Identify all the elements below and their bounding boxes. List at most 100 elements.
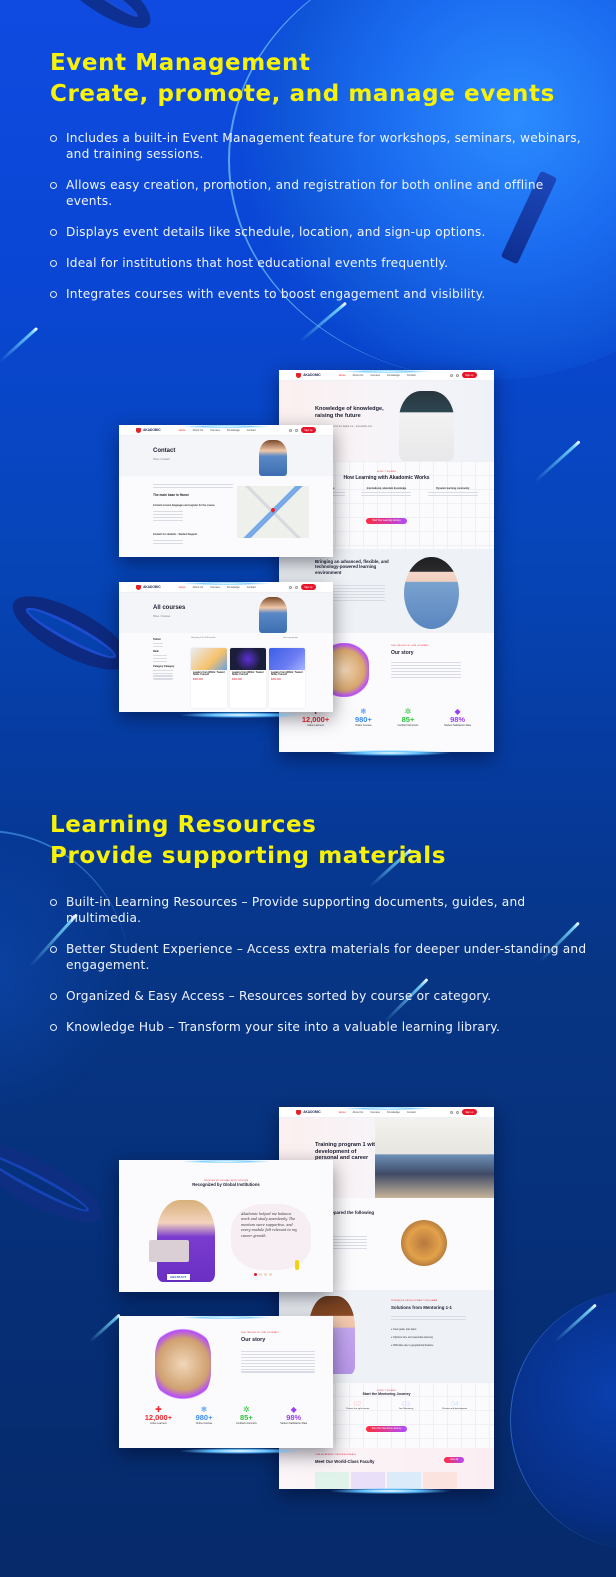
start-learning-button[interactable]: Start Your Learning Journey: [366, 517, 407, 524]
courses-page-mockup: AKADOMIC Home About Us Courses Knowledge…: [119, 582, 333, 712]
story-image: [155, 1326, 211, 1402]
light-streak: [553, 1303, 597, 1343]
feature-list: Includes a built-in Event Management fea…: [50, 130, 590, 302]
cart-icon[interactable]: [455, 373, 459, 377]
nav-link[interactable]: Contact: [246, 585, 256, 589]
course-card[interactable]: Leaders from Within: Toward Noble Yourse…: [191, 648, 227, 708]
section-kicker: THE ORIGIN OF OUR JOURNEY: [241, 1332, 279, 1334]
background-orb: [510, 1290, 616, 1550]
faculty-card[interactable]: [351, 1472, 385, 1489]
nav-link[interactable]: Courses: [210, 428, 220, 432]
signup-button[interactable]: Sign up: [300, 427, 316, 433]
cart-icon[interactable]: [294, 585, 298, 589]
section-kicker: HOW IT WORKS: [376, 471, 397, 473]
carousel-dot[interactable]: [269, 1273, 272, 1276]
check-icon: ■: [391, 1345, 394, 1347]
learning-resources-section: Learning Resources Provide supporting ma…: [50, 810, 590, 1050]
location-map[interactable]: [237, 486, 309, 538]
title-line-1: Event Management: [50, 50, 311, 76]
nav-link[interactable]: Knowledge: [386, 1110, 400, 1114]
feature-item: Better Student Experience – Access extra…: [50, 941, 590, 973]
shield-icon: [136, 584, 142, 590]
faculty-card[interactable]: [387, 1472, 421, 1489]
nav-link[interactable]: Home: [338, 373, 346, 377]
section-kicker: OUR ACADEMIC PROFESSIONALS: [315, 1454, 357, 1456]
header-image: [259, 597, 287, 633]
nav-link[interactable]: Courses: [210, 585, 220, 589]
section-title: Event Management Create, promote, and ma…: [50, 48, 590, 110]
stat-item: ✲85+Certified Instructors: [235, 1405, 257, 1426]
mentor-points: ■ Clear goals, plan plans ■ Optimize tim…: [391, 1329, 434, 1347]
contact-block-title: Contact to learn languages and register …: [153, 504, 215, 507]
nav-link[interactable]: Courses: [370, 373, 380, 377]
cart-icon[interactable]: [455, 1110, 459, 1114]
nav-link[interactable]: About Us: [192, 428, 204, 432]
nav-link[interactable]: About Us: [192, 585, 204, 589]
site-nav: AKADOMIC Home About Us Courses Knowledge…: [119, 582, 333, 593]
search-icon[interactable]: [449, 373, 453, 377]
student-image: [404, 557, 459, 629]
nav-link[interactable]: Courses: [370, 1110, 380, 1114]
signup-button[interactable]: Sign up: [300, 584, 316, 590]
contact-page-mockup: AKADOMIC Home About Us Courses Knowledge…: [119, 425, 333, 557]
hero-title: Knowledge of knowledge, raising the futu…: [315, 406, 384, 419]
stat-item: ✚12,000+Active Learners: [144, 1405, 173, 1426]
filter-sidebar: Tuition Rank Category Category: [153, 638, 183, 681]
nav-link[interactable]: Contact: [406, 1110, 416, 1114]
contact-block-title: Contact for students - Student Support: [153, 533, 198, 536]
page-header: Contact Home / Contact: [119, 436, 333, 476]
shield-icon: [136, 427, 142, 433]
carousel-dot[interactable]: [254, 1273, 257, 1276]
nav-link[interactable]: About Us: [352, 1110, 364, 1114]
map-pin-icon: [270, 507, 276, 513]
section-title: Learning Resources Provide supporting ma…: [50, 810, 590, 872]
hero-image: [375, 1118, 494, 1198]
nav-link[interactable]: Knowledge: [226, 585, 240, 589]
nav-link[interactable]: Knowledge: [226, 428, 240, 432]
nav-links: Home About Us Courses Knowledge Contact: [339, 374, 416, 377]
light-streak: [533, 440, 581, 483]
signup-button[interactable]: Sign up: [461, 372, 477, 378]
section-kicker: TRUSTED BY GLOBAL INSTITUTIONS: [203, 1180, 249, 1182]
nav-link[interactable]: Contact: [246, 428, 256, 432]
site-logo: AKADOMIC: [296, 372, 321, 378]
nav-link[interactable]: Home: [178, 585, 186, 589]
feature-item: Knowledge Hub – Transform your site into…: [50, 1019, 590, 1035]
cart-icon[interactable]: [294, 428, 298, 432]
sort-select[interactable]: Sort by popular: [283, 637, 298, 639]
nav-link[interactable]: Home: [338, 1110, 346, 1114]
search-icon[interactable]: [449, 1110, 453, 1114]
search-icon[interactable]: [288, 585, 292, 589]
shield-icon: [296, 372, 302, 378]
stat-item: ◆98%Student Satisfaction Rate: [444, 707, 472, 728]
carousel-dot[interactable]: [259, 1273, 262, 1276]
nav-link[interactable]: Knowledge: [386, 373, 400, 377]
section-heading: Our story: [391, 650, 414, 656]
faculty-card[interactable]: [315, 1472, 349, 1489]
signup-button[interactable]: Sign up: [461, 1109, 477, 1115]
feature-item: Integrates courses with events to boost …: [50, 286, 590, 302]
carousel-dots[interactable]: [254, 1273, 272, 1276]
faculty-card[interactable]: [423, 1472, 457, 1489]
nav-link[interactable]: Contact: [406, 373, 416, 377]
event-management-section: Event Management Create, promote, and ma…: [50, 48, 590, 317]
course-card[interactable]: Leaders from Within: Toward Noble Yourse…: [230, 648, 266, 708]
stats-row: ✚12,000+Active Learners ❄980+Online Cour…: [119, 1405, 333, 1426]
carousel-dot[interactable]: [264, 1273, 267, 1276]
site-nav: AKADOMIC Home About Us Courses Knowledge…: [279, 370, 494, 381]
office-title: The main base in Hanoi: [153, 493, 189, 497]
nav-link[interactable]: Home: [178, 428, 186, 432]
search-icon[interactable]: [288, 428, 292, 432]
course-card[interactable]: Leaders from Within: Toward Noble Yourse…: [269, 648, 305, 708]
start-mentoring-button[interactable]: Start Your Mentoring Journey: [365, 1426, 408, 1432]
feature-item: Built-in Learning Resources – Provide su…: [50, 894, 590, 926]
breadcrumb: Home / Contact: [153, 458, 170, 461]
section-heading: Bringing an advanced, flexible, and tech…: [315, 559, 389, 575]
section-heading: Our story: [241, 1337, 266, 1343]
view-all-button[interactable]: View all: [444, 1457, 464, 1463]
nav-link[interactable]: About Us: [352, 373, 364, 377]
cross-icon: ✚: [155, 1405, 162, 1414]
diamond-icon: ◆: [290, 1405, 297, 1414]
